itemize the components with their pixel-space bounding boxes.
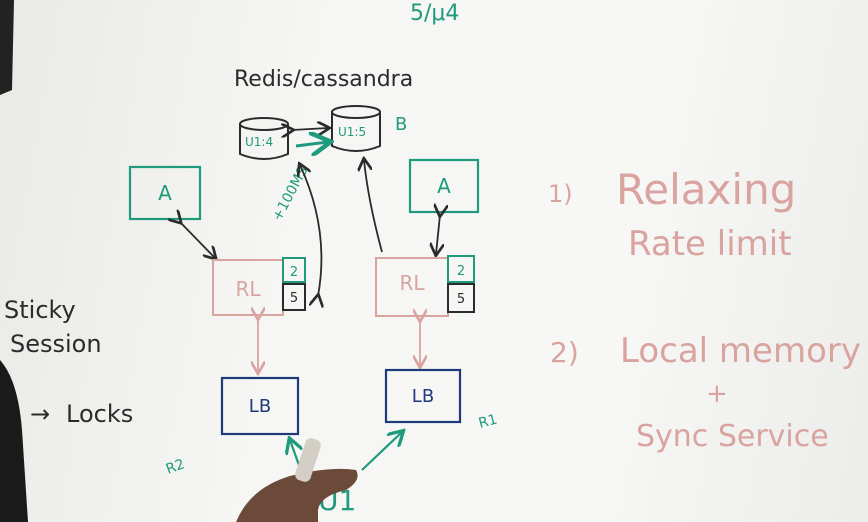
store-title: Redis/cassandra [234,67,413,92]
locks-arrow: → [30,400,50,428]
db-left-label: U1:4 [245,135,273,149]
user-to-left-lb-arrow [290,440,300,469]
left-rate-limiter-label: RL [235,277,261,301]
presenter-hand [236,438,358,522]
option-1-number: 1) [548,180,573,208]
right-count-box-top [447,255,475,283]
right-region-label: R1 [477,412,499,432]
option-2-line1: Local memory [620,331,861,371]
right-rl-db-arrow [364,160,383,253]
sticky-session-line1: Sticky [4,296,76,324]
option-1-line1: Relaxing [616,165,796,214]
user-to-right-lb-arrow [361,432,402,471]
left-app-label: A [158,181,172,205]
left-rl-db-arrow [300,165,321,296]
locks-label: Locks [66,400,133,428]
left-load-balancer-label: LB [249,396,271,417]
right-load-balancer-label: LB [412,386,434,407]
left-count-top: 2 [290,265,298,280]
db-sync-arrow [295,142,328,146]
right-rate-limiter-label: RL [399,271,425,295]
left-count-bottom: 5 [290,291,298,306]
right-app-label: A [437,174,451,198]
sticky-session-line2: Session [10,330,102,358]
option-1-line2: Rate limit [628,224,792,264]
option-2-plus: + [706,379,728,409]
right-count-top: 2 [457,264,465,279]
db-right-label: U1:5 [338,125,366,139]
top-scribble: 5/μ4 [410,1,459,26]
right-count-bottom: 5 [457,292,465,307]
right-count-box-bottom [447,283,475,313]
left-load-balancer-box [220,376,300,436]
option-2-number: 2) [550,336,579,369]
left-app-rl-arrow [180,222,215,258]
right-app-rl-arrow [436,215,440,254]
region-b-label: B [395,114,407,135]
sync-latency-note: +100MS [269,164,311,224]
board-edge-shadow [0,0,14,95]
right-load-balancer-box [384,368,462,424]
left-region-label: R2 [164,456,187,477]
db-replication-arrow [292,128,328,130]
presenter-silhouette [0,360,28,522]
left-app-box [128,165,202,221]
option-2-line3: Sync Service [636,419,829,454]
